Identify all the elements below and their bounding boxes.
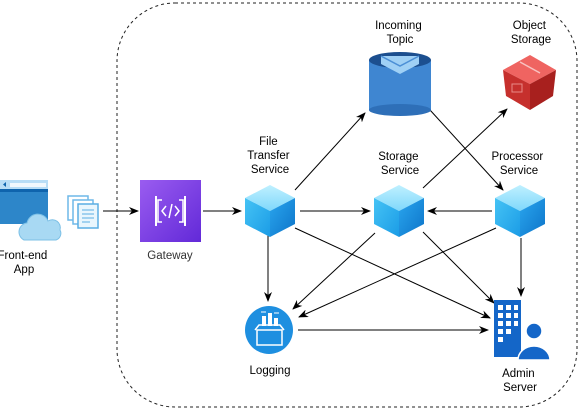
gateway-label: Gateway: [147, 250, 193, 262]
object-storage-label: Object Storage: [511, 20, 551, 46]
api-gateway-icon: [140, 180, 201, 242]
file-transfer-label: File Transfer Service: [247, 136, 293, 176]
processor-service-cube-icon: [495, 185, 545, 237]
admin-server-icon: [494, 300, 551, 361]
logging-icon: [245, 306, 293, 354]
object-storage-icon: [503, 55, 556, 110]
processor-service-label: Processor Service: [492, 151, 547, 177]
edge-filetransfer-topic: [294, 112, 366, 191]
storage-service-label: Storage Service: [378, 151, 421, 177]
edge-storage-logging: [292, 232, 376, 310]
edge-topic-processor: [429, 109, 504, 191]
edge-processor-logging: [298, 227, 497, 318]
frontend-app-icon: [0, 180, 62, 241]
edge-storage-objectstorage: [422, 108, 508, 189]
storage-service-cube-icon: [374, 185, 424, 237]
edge-filetransfer-admin: [294, 227, 491, 319]
admin-server-label: Admin Server: [502, 368, 538, 394]
edge-storage-admin: [422, 231, 495, 304]
logging-label: Logging: [250, 365, 291, 377]
edges: [103, 108, 525, 334]
frontend-label: Front-end App: [0, 250, 51, 276]
incoming-topic-label: Incoming Topic: [375, 20, 425, 46]
incoming-topic-icon: [369, 52, 431, 116]
documents-icon: [67, 195, 99, 229]
file-transfer-cube-icon: [245, 185, 295, 237]
system-boundary: [116, 2, 578, 408]
